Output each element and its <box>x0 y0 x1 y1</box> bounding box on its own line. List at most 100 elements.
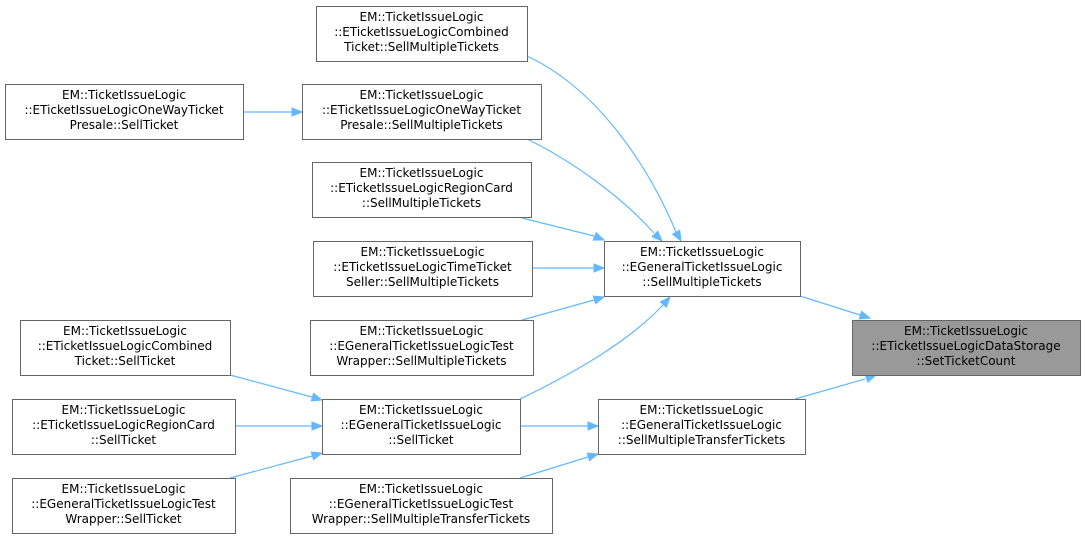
arrowhead-icon <box>587 421 600 431</box>
arrowhead-icon <box>593 263 606 273</box>
node-box <box>20 320 231 376</box>
node-label-line: ::ETicketIssueLogicTimeTicket <box>333 260 512 274</box>
call-edge-n7-n1 <box>521 217 606 241</box>
call-edge-n2-n1 <box>519 295 671 400</box>
node-label-line: Wrapper::SellMultipleTickets <box>336 354 506 368</box>
node-label-line: EM::TicketIssueLogic <box>360 10 484 24</box>
node-box <box>598 399 806 455</box>
caller-node[interactable]: EM::TicketIssueLogic::EGeneralTicketIssu… <box>310 320 534 376</box>
arrowhead-icon <box>586 452 600 462</box>
node-box <box>5 84 244 140</box>
node-label-line: EM::TicketIssueLogic <box>63 324 187 338</box>
caller-node[interactable]: EM::TicketIssueLogic::ETicketIssueLogicO… <box>302 84 542 140</box>
node-box <box>290 478 553 534</box>
edge-line <box>521 217 595 237</box>
node-label-line: ::ETicketIssueLogicRegionCard <box>330 181 513 195</box>
edge-line <box>521 299 595 321</box>
arrowhead-icon <box>592 295 606 305</box>
call-edge-n4-n1 <box>526 55 682 243</box>
node-label-line: EM::TicketIssueLogic <box>360 324 484 338</box>
node-label-line: EM::TicketIssueLogic <box>640 403 764 417</box>
node-label-line: Wrapper::SellTicket <box>65 512 182 526</box>
caller-node[interactable]: EM::TicketIssueLogic::EGeneralTicketIssu… <box>290 478 553 534</box>
arrowhead-icon <box>671 229 682 243</box>
edge-line <box>229 455 313 479</box>
caller-node[interactable]: EM::TicketIssueLogic::ETicketIssueLogicC… <box>20 320 231 376</box>
node-box <box>12 478 236 534</box>
caller-node[interactable]: EM::TicketIssueLogic::ETicketIssueLogicT… <box>313 241 533 297</box>
node-label-line: ::ETicketIssueLogicOneWayTicket <box>24 103 223 117</box>
node-box <box>322 399 521 455</box>
call-edge-n2-n3 <box>520 421 600 431</box>
edge-line <box>229 374 313 398</box>
node-label-line: ::EGeneralTicketIssueLogicTest <box>31 497 216 511</box>
node-label-line: ::EGeneralTicketIssueLogic <box>621 418 782 432</box>
node-label-line: ::EGeneralTicketIssueLogicTest <box>329 339 514 353</box>
call-edge-n1-n0 <box>799 295 872 320</box>
node-box <box>12 399 236 455</box>
node-label-line: Seller::SellMultipleTickets <box>346 275 499 289</box>
node-box <box>316 6 528 62</box>
call-edge-n8-n1 <box>532 263 606 273</box>
edge-line <box>526 55 677 233</box>
node-box <box>852 320 1081 376</box>
node-box <box>310 320 534 376</box>
node-label-line: EM::TicketIssueLogic <box>904 324 1028 338</box>
edge-line <box>794 378 866 400</box>
arrowhead-icon <box>651 230 663 242</box>
edge-line <box>526 138 655 234</box>
caller-node[interactable]: EM::TicketIssueLogic::EGeneralTicketIssu… <box>604 241 801 297</box>
caller-node[interactable]: EM::TicketIssueLogic::ETicketIssueLogicO… <box>5 84 244 140</box>
node-label-line: ::ETicketIssueLogicCombined <box>38 339 213 353</box>
node-label-line: ::SellTicket <box>388 433 454 447</box>
node-label-line: ::ETicketIssueLogicCombined <box>334 25 509 39</box>
arrowhead-icon <box>311 421 324 431</box>
arrowhead-icon <box>592 231 606 241</box>
arrowhead-icon <box>291 107 304 117</box>
node-label-line: ::EGeneralTicketIssueLogic <box>341 418 502 432</box>
node-box <box>302 84 542 140</box>
edge-line <box>519 304 664 400</box>
node-label-line: ::SellMultipleTransferTickets <box>618 433 785 447</box>
node-label-line: Ticket::SellTicket <box>74 354 176 368</box>
arrowhead-icon <box>310 451 324 461</box>
node-label-line: Presale::SellMultipleTickets <box>340 118 503 132</box>
node-label-line: EM::TicketIssueLogic <box>62 88 186 102</box>
node-label-line: ::EGeneralTicketIssueLogicTest <box>329 497 514 511</box>
caller-node[interactable]: EM::TicketIssueLogic::ETicketIssueLogicC… <box>316 6 528 62</box>
call-edge-n9-n1 <box>521 295 606 321</box>
node-label-line: EM::TicketIssueLogic <box>361 245 485 259</box>
edge-line <box>799 295 861 316</box>
node-label-line: Wrapper::SellMultipleTransferTickets <box>312 512 530 526</box>
call-edge-n3-n0 <box>794 374 878 400</box>
call-edge-n5-n1 <box>526 138 663 242</box>
node-label-line: ::ETicketIssueLogicDataStorage <box>871 339 1060 353</box>
node-label-line: ::SellMultipleTickets <box>642 275 761 289</box>
node-label-line: EM::TicketIssueLogic <box>640 245 764 259</box>
call-edge-n6-n5 <box>243 107 304 117</box>
caller-node[interactable]: EM::TicketIssueLogic::EGeneralTicketIssu… <box>322 399 521 455</box>
node-label-line: EM::TicketIssueLogic <box>62 403 186 417</box>
node-label-line: EM::TicketIssueLogic <box>62 482 186 496</box>
node-label-line: Presale::SellTicket <box>70 118 179 132</box>
caller-node[interactable]: EM::TicketIssueLogic::ETicketIssueLogicR… <box>12 399 236 455</box>
call-edge-n13-n3 <box>519 452 600 479</box>
node-label-line: ::SellMultipleTickets <box>362 196 481 210</box>
node-label-line: EM::TicketIssueLogic <box>360 166 484 180</box>
node-box <box>604 241 801 297</box>
node-label-line: EM::TicketIssueLogic <box>359 482 483 496</box>
edge-line <box>519 456 589 479</box>
node-label-line: ::SellTicket <box>91 433 157 447</box>
caller-node[interactable]: EM::TicketIssueLogic::EGeneralTicketIssu… <box>598 399 806 455</box>
call-edge-n11-n2 <box>235 421 324 431</box>
caller-node[interactable]: EM::TicketIssueLogic::EGeneralTicketIssu… <box>12 478 236 534</box>
node-box <box>312 162 532 218</box>
arrowhead-icon <box>858 310 872 320</box>
caller-node[interactable]: EM::TicketIssueLogic::ETicketIssueLogicR… <box>312 162 532 218</box>
focus-node[interactable]: EM::TicketIssueLogic::ETicketIssueLogicD… <box>852 320 1081 376</box>
node-box <box>313 241 533 297</box>
arrowhead-icon <box>659 295 671 309</box>
call-edge-n12-n2 <box>229 451 324 479</box>
node-label-line: ::ETicketIssueLogicRegionCard <box>32 418 215 432</box>
